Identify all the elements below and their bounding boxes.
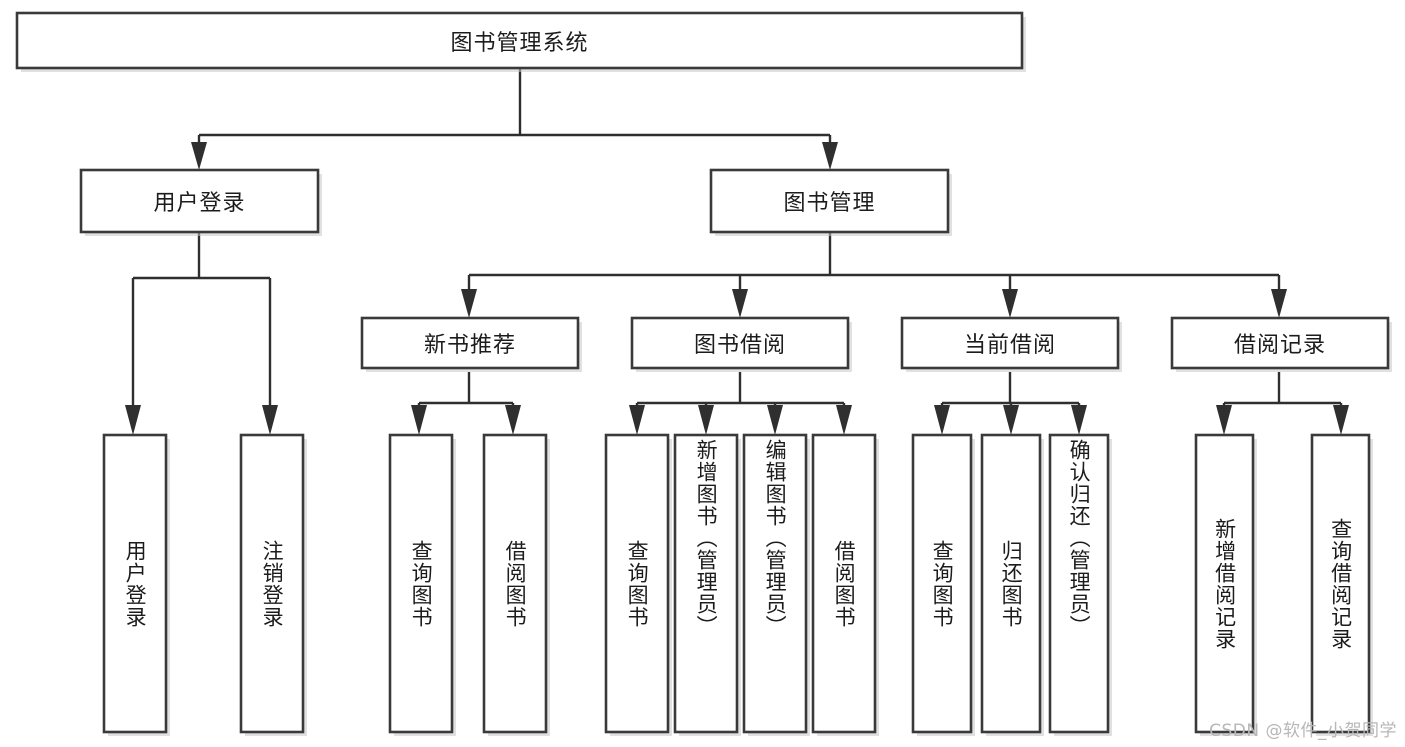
arrow-head-leaf-user-login xyxy=(125,405,141,435)
arrow-head-current-borrow xyxy=(1002,289,1018,318)
node-box-leaf-bb-1[interactable] xyxy=(604,433,670,734)
node-box-leaf-bb-3[interactable] xyxy=(742,433,808,734)
node-box-current-borrow[interactable] xyxy=(900,316,1120,370)
arrow-head-book-mgmt xyxy=(822,142,838,170)
node-box-leaf-br-1[interactable] xyxy=(1194,433,1255,734)
node-box-leaf-cb-3[interactable] xyxy=(1048,433,1110,734)
connector-group-current-borrow-to-leaves xyxy=(934,372,1087,435)
arrow-head-br-leaf-1 xyxy=(1216,405,1232,435)
watermark-text: CSDN @软件_小贺同学 xyxy=(1209,721,1397,741)
connector-group-book-borrow-to-leaves xyxy=(629,372,852,435)
arrow-head-cb-leaf-2 xyxy=(1003,405,1019,435)
node-box-leaf-nbr-2[interactable] xyxy=(482,433,548,734)
connector-group-book-mgmt-to-level3 xyxy=(461,232,1287,318)
arrow-head-leaf-logout xyxy=(262,405,278,435)
node-box-book-borrow[interactable] xyxy=(630,316,850,370)
arrow-head-bb-leaf-1 xyxy=(629,405,645,435)
node-box-leaf-bb-4[interactable] xyxy=(811,433,877,734)
connector-group-new-book-recommend-to-leaves xyxy=(411,372,521,435)
node-box-user-login[interactable] xyxy=(79,168,320,234)
node-box-root[interactable] xyxy=(15,11,1024,70)
arrow-head-cb-leaf-1 xyxy=(934,405,950,435)
arrow-head-nbr-leaf-1 xyxy=(411,405,427,435)
arrow-head-book-borrow xyxy=(732,289,748,318)
node-box-leaf-bb-2[interactable] xyxy=(673,433,739,734)
arrow-head-new-book-recommend xyxy=(461,289,477,318)
node-box-leaf-user-login[interactable] xyxy=(102,433,168,734)
arrow-head-bb-leaf-2 xyxy=(698,405,714,435)
node-box-leaf-cb-2[interactable] xyxy=(980,433,1042,734)
node-box-book-mgmt[interactable] xyxy=(709,168,950,234)
node-box-leaf-br-2[interactable] xyxy=(1310,433,1371,734)
node-box-leaf-cb-1[interactable] xyxy=(911,433,973,734)
arrow-head-user-login xyxy=(191,142,207,170)
node-box-new-book-recommend[interactable] xyxy=(360,316,580,370)
node-box-leaf-nbr-1[interactable] xyxy=(388,433,454,734)
arrow-head-bb-leaf-4 xyxy=(836,405,852,435)
node-box-leaf-logout[interactable] xyxy=(239,433,305,734)
connector-group-borrow-record-to-leaves xyxy=(1216,372,1349,435)
node-box-borrow-record[interactable] xyxy=(1170,316,1390,370)
arrow-head-br-leaf-2 xyxy=(1333,405,1349,435)
arrow-head-borrow-record xyxy=(1271,289,1287,318)
arrow-head-cb-leaf-3 xyxy=(1071,405,1087,435)
arrow-head-bb-leaf-3 xyxy=(767,405,783,435)
arrow-head-nbr-leaf-2 xyxy=(505,405,521,435)
connector-group-root-to-level2 xyxy=(191,68,838,170)
connector-group-user-login-to-leaves xyxy=(125,232,278,435)
